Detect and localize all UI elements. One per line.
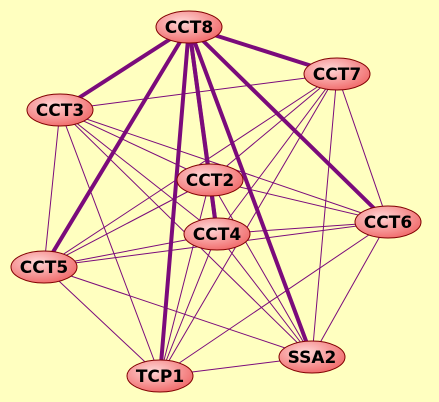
edge-cct2-tcp1 bbox=[159, 179, 211, 377]
node-ssa2[interactable]: SSA2 bbox=[278, 340, 346, 374]
node-label: CCT4 bbox=[193, 225, 242, 245]
node-cct7[interactable]: CCT7 bbox=[303, 57, 371, 91]
node-label: CCT7 bbox=[313, 65, 361, 85]
node-label: CCT5 bbox=[20, 258, 68, 278]
edge-cct8-ssa2 bbox=[187, 25, 314, 359]
edge-cct3-cct5 bbox=[43, 109, 61, 268]
node-shape[interactable] bbox=[26, 93, 94, 127]
edge-cct5-tcp1 bbox=[43, 266, 161, 377]
edge-cct8-cct3 bbox=[58, 25, 191, 112]
edge-cct2-cct5 bbox=[43, 179, 211, 268]
edge-cct6-tcp1 bbox=[159, 221, 389, 377]
edge-cct7-cct6 bbox=[336, 73, 389, 223]
node-shape[interactable] bbox=[10, 250, 78, 284]
node-shape[interactable] bbox=[176, 163, 244, 197]
node-label: TCP1 bbox=[136, 367, 184, 387]
edge-cct7-cct2 bbox=[209, 73, 338, 181]
edge-cct2-ssa2 bbox=[209, 179, 313, 358]
node-label: CCT8 bbox=[165, 18, 213, 38]
edge-cct7-ssa2 bbox=[311, 73, 338, 358]
edge-cct6-ssa2 bbox=[311, 221, 389, 358]
node-cct5[interactable]: CCT5 bbox=[10, 250, 78, 284]
edge-cct4-tcp1 bbox=[159, 233, 218, 377]
node-cct6[interactable]: CCT6 bbox=[354, 205, 422, 239]
edge-cct3-tcp1 bbox=[59, 109, 161, 377]
edge-cct8-tcp1 bbox=[158, 25, 191, 378]
node-shape[interactable] bbox=[155, 10, 223, 44]
node-label: SSA2 bbox=[288, 348, 337, 368]
node-shape[interactable] bbox=[278, 340, 346, 374]
edge-cct8-cct6 bbox=[187, 25, 390, 224]
node-label: CCT3 bbox=[36, 101, 84, 121]
edge-cct7-cct4 bbox=[216, 73, 338, 235]
node-cct2[interactable]: CCT2 bbox=[176, 163, 244, 197]
node-shape[interactable] bbox=[183, 217, 251, 251]
node-cct3[interactable]: CCT3 bbox=[26, 93, 94, 127]
node-label: CCT2 bbox=[186, 171, 234, 191]
edge-cct8-cct5 bbox=[42, 25, 191, 269]
node-cct8[interactable]: CCT8 bbox=[155, 10, 223, 44]
node-cct4[interactable]: CCT4 bbox=[183, 217, 251, 251]
node-shape[interactable] bbox=[126, 359, 194, 393]
node-shape[interactable] bbox=[354, 205, 422, 239]
edge-cct7-cct3 bbox=[59, 73, 338, 111]
edge-cct7-tcp1 bbox=[159, 73, 338, 377]
node-tcp1[interactable]: TCP1 bbox=[126, 359, 194, 393]
edge-cct3-cct4 bbox=[59, 109, 218, 235]
edge-cct4-ssa2 bbox=[216, 233, 313, 358]
edge-cct5-ssa2 bbox=[43, 266, 313, 358]
node-shape[interactable] bbox=[303, 57, 371, 91]
node-label: CCT6 bbox=[364, 213, 412, 233]
edge-cct3-cct2 bbox=[59, 109, 211, 181]
